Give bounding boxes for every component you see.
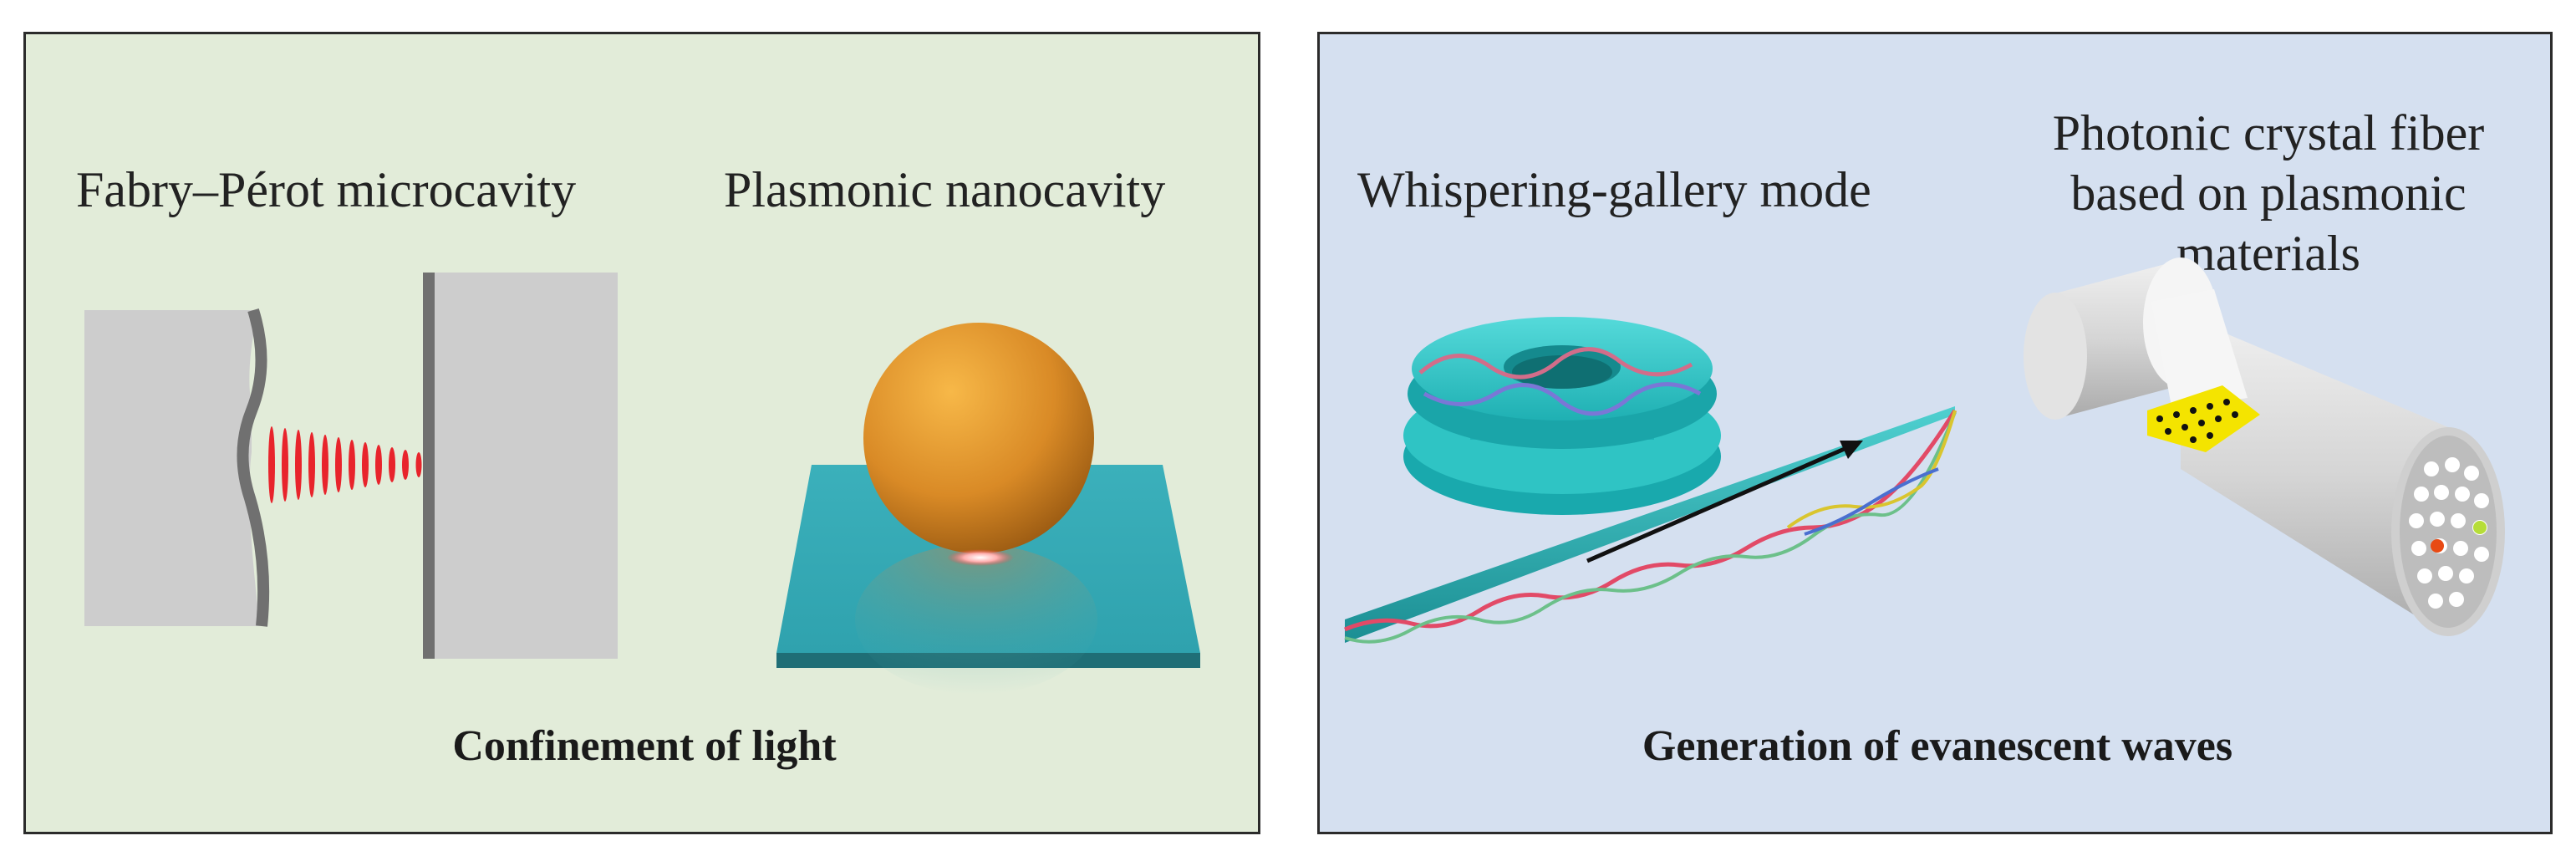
- pcf-core-green: [2473, 521, 2487, 534]
- panel-confinement: Fabry–Pérot microcavity Plasmonic nanoca…: [23, 32, 1260, 834]
- fabry-perot-label: Fabry–Pérot microcavity: [76, 162, 577, 217]
- plasmonic-hotspot: [947, 549, 1014, 566]
- fp-right-mirror: [423, 273, 618, 659]
- confinement-illustration: [84, 273, 1200, 695]
- propagation-arrow: [1586, 441, 1863, 563]
- whispering-gallery-label: Whispering-gallery mode: [1357, 162, 1871, 217]
- pcf-core-red: [2431, 539, 2444, 553]
- wgm-resonator: [1403, 317, 1721, 515]
- pcf-label-line-2: based on plasmonic: [2070, 166, 2467, 221]
- confinement-footer: Confinement of light: [452, 722, 837, 770]
- fp-left-mirror: [84, 308, 270, 627]
- pcf-label-line-1: Photonic crystal fiber: [2052, 105, 2485, 161]
- pcf-label-line-3: materials: [2176, 226, 2360, 281]
- evanescent-illustration: [1344, 257, 2505, 644]
- plasmonic-nanocavity-label: Plasmonic nanocavity: [724, 162, 1166, 217]
- gold-nanosphere: [863, 323, 1094, 553]
- photonic-crystal-fiber: [2024, 257, 2505, 636]
- panel-evanescent: Whispering-gallery mode Photonic crystal…: [1317, 32, 2553, 834]
- fp-light-wave: [268, 426, 422, 503]
- pcf-plasmonic-core: [2147, 385, 2260, 452]
- evanescent-footer: Generation of evanescent waves: [1642, 722, 2233, 770]
- pcf-label: Photonic crystal fiber based on plasmoni…: [2013, 103, 2523, 283]
